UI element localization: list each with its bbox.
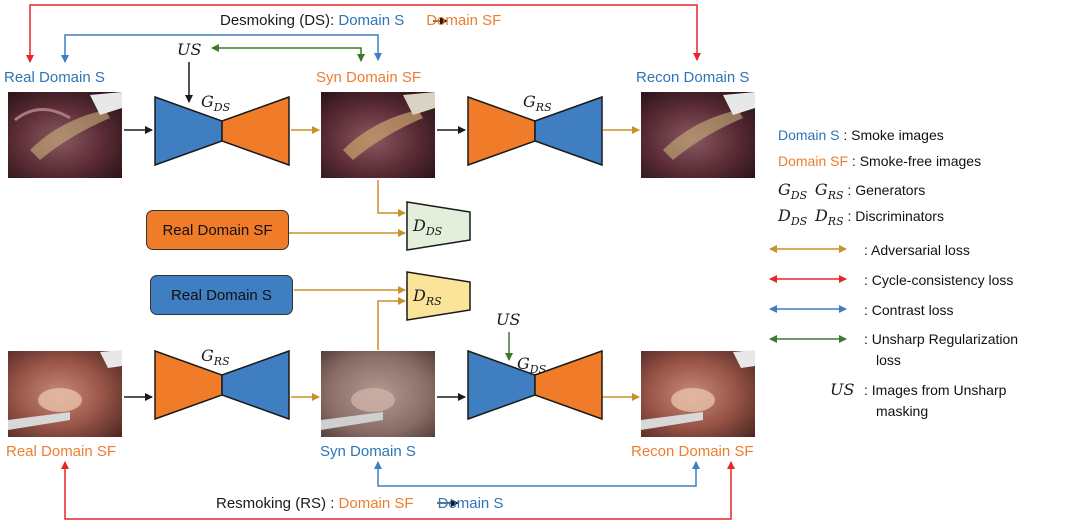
- legend-us-desc-2: masking: [876, 403, 929, 419]
- legend-domain-sf-desc: : Smoke-free images: [848, 153, 982, 169]
- bottom-us-label: US: [496, 310, 521, 329]
- top-syn-image: [321, 92, 435, 178]
- bottom-cycle-arrow: [61, 461, 735, 520]
- bottom-real-image: [8, 350, 122, 437]
- legend-domain-s-key: Domain S: [778, 127, 840, 143]
- disc-rs-label: DRS: [413, 286, 442, 309]
- bottom-recon-label: Recon Domain SF: [631, 443, 754, 460]
- top-real-image: [8, 92, 122, 178]
- bottom-title-prefix: Resmoking (RS) :: [216, 495, 339, 512]
- legend-domain-sf: Domain SF : Smoke-free images: [778, 153, 981, 169]
- bottom-title-from: Domain SF: [338, 495, 414, 512]
- syn-s-to-drs-arrow: [377, 297, 406, 350]
- bottom-gen-ds-label: GDS: [517, 354, 547, 377]
- top-contrast-arrow: [61, 34, 382, 63]
- top-generator-rs: [467, 95, 603, 167]
- legend-cycle: : Cycle-consistency loss: [864, 272, 1014, 288]
- legend-us-symbol: US: [830, 380, 855, 399]
- legend-discriminators-desc: : Discriminators: [843, 208, 944, 224]
- legend-unsharp-2: loss: [876, 352, 901, 368]
- discriminator-ds: [406, 201, 471, 251]
- bottom-real-label: Real Domain SF: [6, 443, 117, 460]
- top-unsharp-arrow: [211, 44, 365, 62]
- top-title: Desmoking (DS): Domain S Domain SF: [220, 13, 501, 28]
- top-title-to: Domain SF: [426, 12, 502, 29]
- real-domain-sf-box: Real Domain SF: [146, 210, 289, 250]
- legend-adversarial: : Adversarial loss: [864, 242, 970, 258]
- legend-domain-s-desc: : Smoke images: [839, 127, 944, 143]
- disc-ds-label: DDS: [413, 216, 443, 239]
- bottom-title: Resmoking (RS) : Domain SF Domain S: [216, 496, 503, 511]
- bottom-syn-image: [321, 351, 435, 437]
- bottom-gen-rs-label: GRS: [201, 346, 230, 369]
- bottom-generator-ds: [467, 349, 603, 421]
- top-syn-label: Syn Domain SF: [316, 69, 422, 86]
- legend-contrast: : Contrast loss: [864, 302, 954, 318]
- legend-discriminators: DDS DRS : Discriminators: [778, 206, 944, 229]
- bottom-recon-image: [641, 350, 755, 437]
- top-recon-image: [641, 92, 755, 178]
- top-title-from: Domain S: [338, 12, 405, 29]
- top-gen-rs-label: GRS: [523, 92, 552, 115]
- top-us-label: US: [177, 40, 202, 59]
- top-real-label: Real Domain S: [4, 69, 105, 86]
- legend-unsharp: : Unsharp Regularization: [864, 331, 1019, 347]
- legend-domain-sf-key: Domain SF: [778, 153, 849, 169]
- legend-us-desc: : Images from Unsharp: [864, 382, 1007, 398]
- top-title-prefix: Desmoking (DS):: [220, 12, 339, 29]
- bottom-contrast-arrow: [374, 461, 700, 487]
- top-generator-ds: [154, 95, 290, 167]
- syn-sf-to-dds-arrow: [377, 180, 406, 217]
- top-recon-label: Recon Domain S: [636, 69, 750, 86]
- bottom-generator-rs: [154, 349, 290, 421]
- legend-domain-s: Domain S : Smoke images: [778, 127, 944, 143]
- bottom-title-to: Domain S: [437, 495, 504, 512]
- real-domain-s-box: Real Domain S: [150, 275, 293, 315]
- top-cycle-arrow: [26, 4, 701, 63]
- bottom-syn-label: Syn Domain S: [320, 443, 416, 460]
- discriminator-rs: [406, 271, 471, 321]
- top-gen-ds-label: GDS: [201, 92, 231, 115]
- legend-generators: GDS GRS : Generators: [778, 180, 926, 203]
- legend-generators-desc: : Generators: [843, 182, 926, 198]
